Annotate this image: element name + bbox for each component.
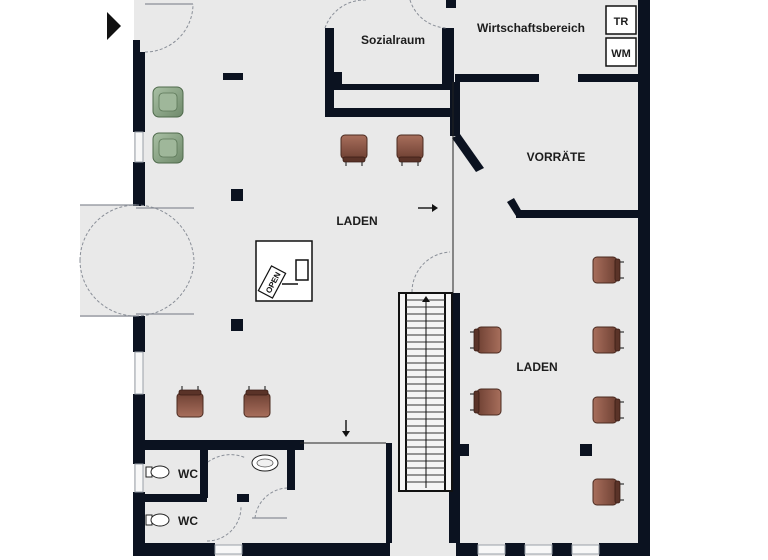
chair <box>592 256 625 284</box>
floor-entrance-gap <box>80 205 136 317</box>
interior-walls <box>133 0 640 543</box>
staircase <box>398 292 453 492</box>
toilet-icon <box>145 465 170 479</box>
chair <box>469 326 502 354</box>
toilet-icon <box>145 513 170 527</box>
washing-machine-label: WM <box>611 48 631 60</box>
room-label-sozialraum: Sozialraum <box>361 33 425 47</box>
entrance-arrow-icon <box>107 12 121 40</box>
windows <box>134 131 600 555</box>
chair <box>592 326 625 354</box>
guide-lines <box>300 82 454 444</box>
stair-up-arrow-icon <box>422 296 430 302</box>
chair <box>469 388 502 416</box>
room-label-vorraete: VORRÄTE <box>527 149 586 164</box>
exterior-walls <box>133 0 650 556</box>
chair <box>243 385 271 418</box>
direction-arrow-down-icon <box>342 420 350 437</box>
chair <box>592 396 625 424</box>
direction-arrow-right-icon <box>418 204 438 212</box>
doors <box>79 0 451 542</box>
room-label-wc-top: WC <box>178 467 198 481</box>
sink-icon <box>251 454 279 472</box>
open-sign-display: OPEN <box>255 240 313 302</box>
armchair <box>152 132 184 164</box>
chair <box>176 385 204 418</box>
dryer-label: TR <box>614 16 629 28</box>
room-label-laden-main: LADEN <box>336 214 377 228</box>
chair <box>340 134 368 167</box>
armchair <box>152 86 184 118</box>
room-label-laden-right: LADEN <box>516 360 557 374</box>
room-label-wc-bottom: WC <box>178 514 198 528</box>
dryer-box: TR <box>605 5 637 35</box>
chair <box>396 134 424 167</box>
chair <box>592 478 625 506</box>
room-label-wirtschaftsbereich: Wirtschaftsbereich <box>477 21 585 35</box>
washing-machine-box: WM <box>605 37 637 67</box>
